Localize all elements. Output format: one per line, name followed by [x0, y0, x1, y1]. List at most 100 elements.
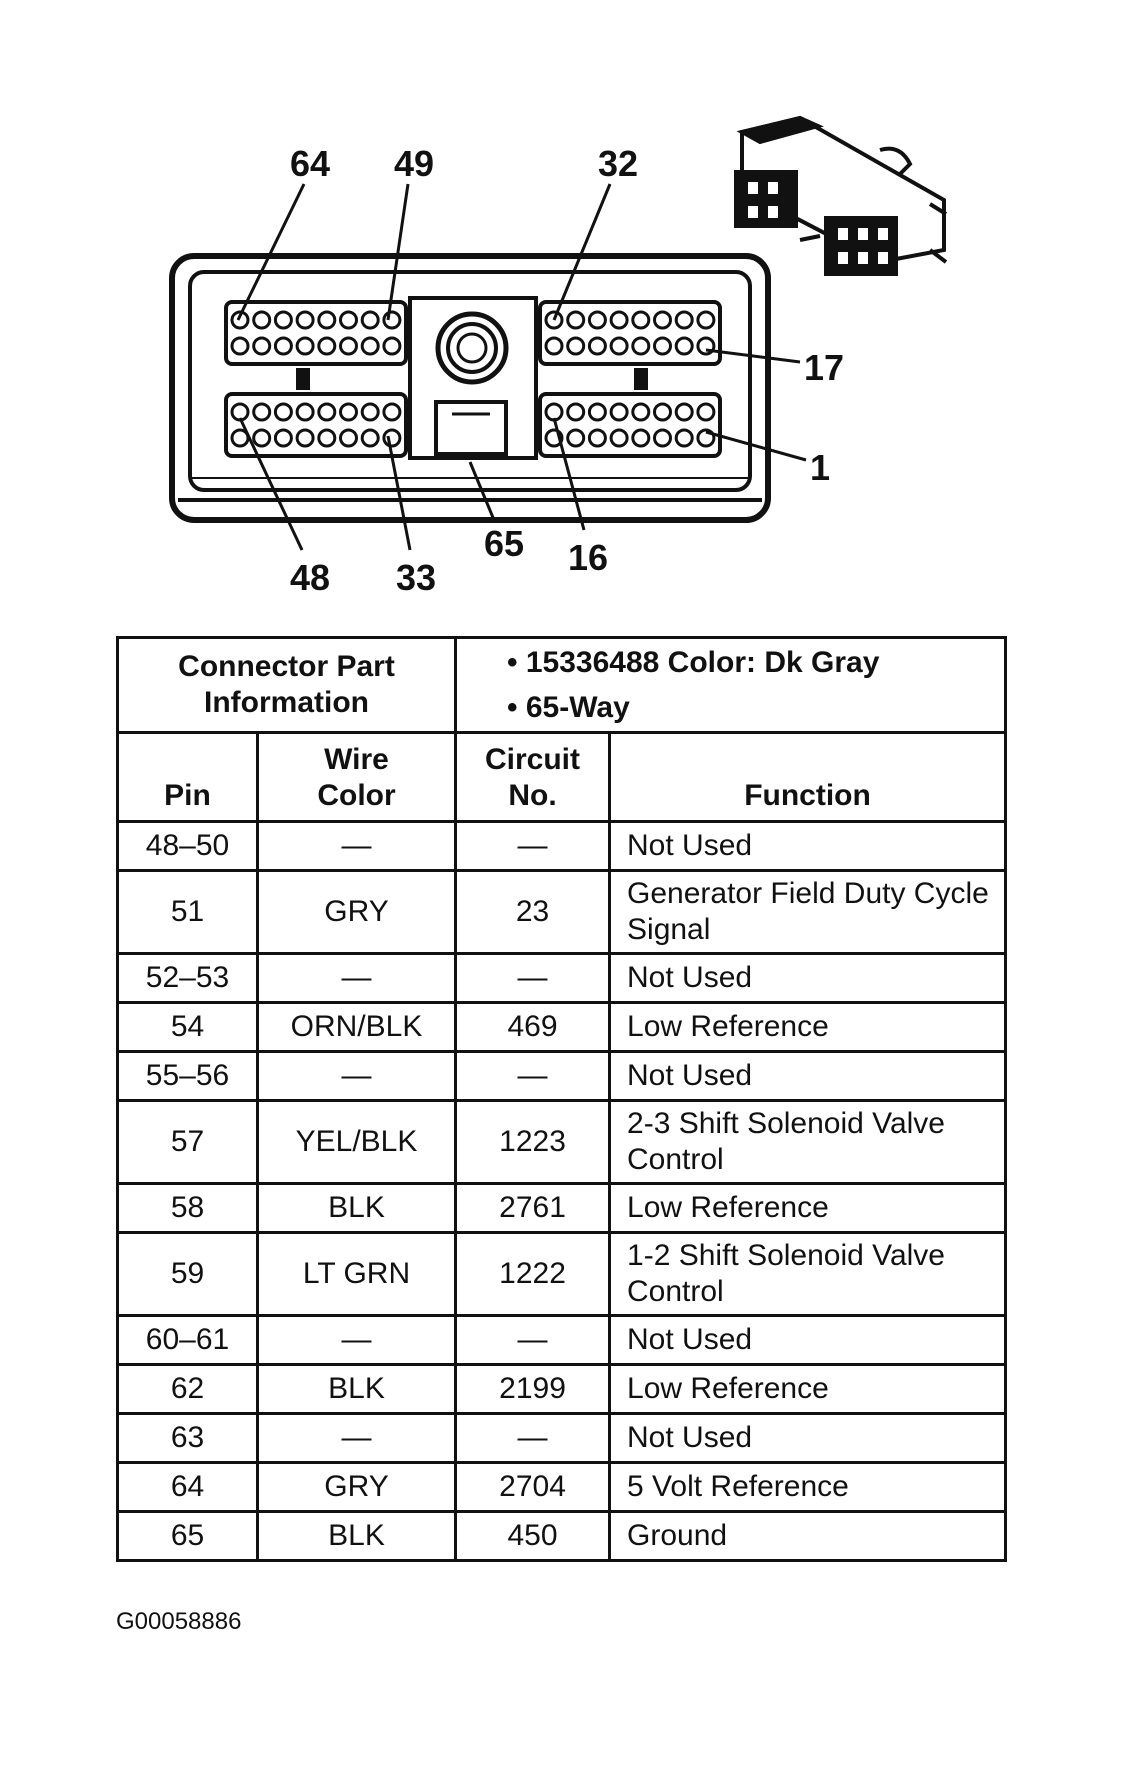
cell-pin: 59 [116, 1231, 259, 1317]
pin-block-upper-right [538, 300, 722, 366]
pin-hole [230, 310, 250, 330]
pin-hole [317, 428, 337, 448]
pin-hole [252, 336, 272, 356]
cell-wire-color: GRY [255, 869, 458, 955]
cell-pin: 54 [116, 1001, 259, 1053]
pin-label-48: 48 [290, 557, 330, 598]
pin-hole [566, 310, 586, 330]
cell-wire-color: YEL/BLK [255, 1099, 458, 1185]
pin-hole [696, 310, 716, 330]
cell-wire-color: ORN/BLK [255, 1001, 458, 1053]
cell-wire-color: — [255, 952, 458, 1004]
pin-hole [696, 428, 716, 448]
connector-part-number: • 15336488 Color: Dk Gray [507, 646, 880, 679]
pin-hole [317, 310, 337, 330]
connector-isometric-icon [734, 115, 948, 276]
cell-function: Low Reference [608, 1182, 1008, 1234]
pin-hole [696, 336, 716, 356]
leader-lines [236, 183, 807, 551]
cell-function: Not Used [608, 952, 1008, 1004]
cell-wire-color: GRY [255, 1461, 458, 1513]
header-wire-color: Wire Color [255, 731, 458, 823]
pin-hole [674, 428, 694, 448]
pin-hole [360, 428, 380, 448]
pin-hole [295, 336, 315, 356]
connector-housing-inner [188, 270, 752, 492]
pin-hole [674, 336, 694, 356]
pin-hole [382, 428, 402, 448]
pin-hole [566, 402, 586, 422]
pin-hole [230, 402, 250, 422]
cell-wire-color: BLK [255, 1510, 458, 1562]
cell-wire-color: LT GRN [255, 1231, 458, 1317]
pin-hole [653, 310, 672, 330]
pin-block-lower-left [224, 392, 408, 458]
pin-label-1: 1 [810, 447, 830, 488]
cell-pin: 64 [116, 1461, 259, 1513]
cell-pin: 52–53 [116, 952, 259, 1004]
cell-function: Not Used [608, 1050, 1008, 1102]
pin-hole [653, 336, 672, 356]
cell-pin: 63 [116, 1412, 259, 1464]
table-row: 63——Not Used [116, 1412, 1008, 1464]
table-row: 48–50——Not Used [116, 820, 1008, 872]
pin-hole [295, 428, 315, 448]
cell-wire-color: — [255, 1314, 458, 1366]
pin-hole [674, 310, 694, 330]
cell-function: 1-2 Shift Solenoid Valve Control [608, 1231, 1008, 1317]
table-row: 55–56——Not Used [116, 1050, 1008, 1102]
pin-hole [360, 402, 380, 422]
pin-hole [339, 428, 358, 448]
cell-circuit-no: — [454, 1412, 612, 1464]
cell-wire-color: — [255, 820, 458, 872]
pin-block-lower-right [538, 392, 722, 458]
pin-label-17: 17 [804, 347, 844, 388]
connector-info-label: Connector Part Information [115, 636, 458, 734]
pin-hole [609, 428, 629, 448]
pin-hole [631, 402, 651, 422]
pin-label-33: 33 [396, 557, 436, 598]
pin-hole [339, 402, 358, 422]
cell-pin: 58 [116, 1182, 259, 1234]
cell-circuit-no: 1222 [454, 1231, 612, 1317]
cell-function: Ground [608, 1510, 1008, 1562]
table-row: 60–61——Not Used [116, 1314, 1008, 1366]
header-circuit-no: Circuit No. [454, 731, 612, 823]
image-code: G00058886 [116, 1608, 242, 1635]
pin-hole [382, 402, 402, 422]
center-section [408, 296, 538, 460]
pin-hole [544, 402, 564, 422]
connector-table: Connector Part Information • 15336488 Co… [115, 636, 1008, 1562]
cell-pin: 55–56 [116, 1050, 259, 1102]
pin-hole [382, 310, 402, 330]
cell-circuit-no: 469 [454, 1001, 612, 1053]
pin-hole [587, 336, 607, 356]
cell-circuit-no: 2761 [454, 1182, 612, 1234]
pin-hole [252, 310, 272, 330]
pin-label-64: 64 [290, 143, 330, 184]
pin-hole [295, 402, 315, 422]
pin-hole [360, 336, 380, 356]
cell-circuit-no: — [454, 952, 612, 1004]
connector-housing [169, 253, 771, 523]
cell-circuit-no: — [454, 1050, 612, 1102]
pin-hole [544, 428, 564, 448]
cell-circuit-no: — [454, 1314, 612, 1366]
pin-65-terminal [434, 400, 508, 456]
pin-hole [631, 310, 651, 330]
pin-hole [339, 310, 358, 330]
pin-hole [587, 402, 607, 422]
cell-function: 2-3 Shift Solenoid Valve Control [608, 1099, 1008, 1185]
cell-circuit-no: 2704 [454, 1461, 612, 1513]
pin-hole [631, 428, 651, 448]
connector-way-count: • 65-Way [507, 691, 630, 724]
pin-hole [544, 310, 564, 330]
cell-function: Not Used [608, 820, 1008, 872]
cell-pin: 57 [116, 1099, 259, 1185]
cell-function: Not Used [608, 1314, 1008, 1366]
